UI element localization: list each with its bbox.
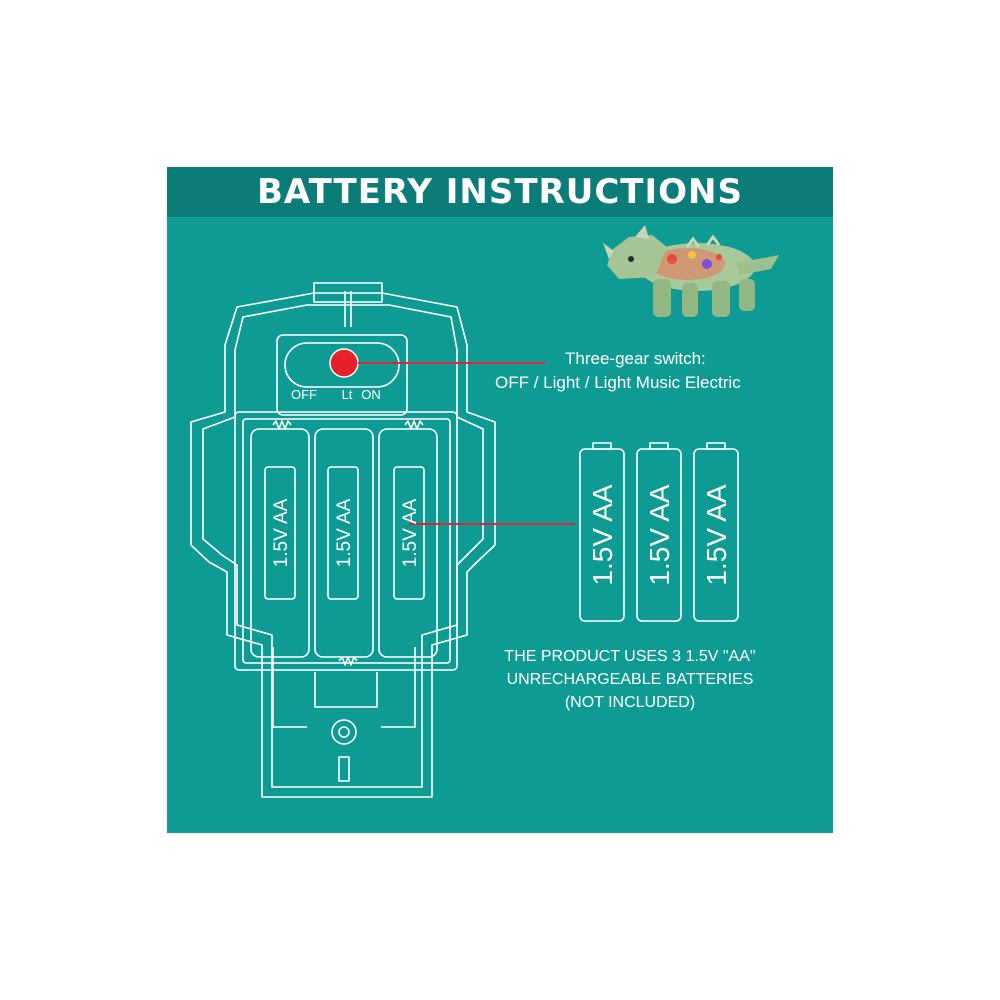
dinosaur-toy-image bbox=[603, 225, 779, 317]
top-clip-outline bbox=[313, 282, 383, 303]
spring-top-1 bbox=[272, 420, 292, 430]
notice-line-1: THE PRODUCT USES 3 1.5V "AA" bbox=[504, 648, 756, 665]
compartment-battery-2-label: 1.5V AA bbox=[334, 498, 355, 567]
battery-compartment bbox=[234, 411, 458, 671]
battery-slot-1 bbox=[250, 428, 310, 658]
switch-position-lt: Lt bbox=[342, 387, 353, 402]
battery-notice: THE PRODUCT USES 3 1.5V "AA" UNRECHARGEA… bbox=[485, 645, 775, 714]
lower-clip bbox=[314, 672, 378, 708]
toy-body-outline bbox=[190, 292, 496, 798]
loose-battery-1-terminal bbox=[592, 442, 612, 450]
toy-body-inner bbox=[202, 304, 484, 788]
bottom-tab bbox=[338, 756, 350, 782]
switch-title: Three-gear switch: bbox=[565, 349, 706, 368]
loose-battery-3-terminal bbox=[706, 442, 726, 450]
battery-slot-2 bbox=[314, 428, 374, 658]
loose-battery-1-label: 1.5V AA bbox=[587, 484, 618, 586]
compartment-battery-2 bbox=[327, 466, 359, 600]
switch-slot bbox=[284, 342, 400, 388]
loose-battery-3-label: 1.5V AA bbox=[701, 484, 732, 586]
switch-position-on: ON bbox=[361, 387, 381, 402]
battery-instructions-panel: BATTERY INSTRUCTIONS bbox=[167, 167, 833, 833]
leg-lines bbox=[272, 647, 416, 728]
loose-battery-2-terminal bbox=[649, 442, 669, 450]
compartment-battery-1 bbox=[264, 466, 296, 600]
compartment-battery-3-label: 1.5V AA bbox=[400, 498, 421, 567]
screw-head bbox=[338, 726, 350, 738]
loose-battery-2-label: 1.5V AA bbox=[644, 484, 675, 586]
switch-knob bbox=[329, 348, 359, 378]
switch-position-off: OFF bbox=[291, 387, 317, 402]
spring-top-3 bbox=[404, 420, 424, 430]
screw-hole bbox=[331, 719, 357, 745]
compartment-battery-3 bbox=[393, 466, 425, 600]
switch-housing bbox=[276, 334, 408, 416]
compartment-battery-1-label: 1.5V AA bbox=[271, 498, 292, 567]
title-bar bbox=[167, 167, 833, 217]
notice-line-3: (NOT INCLUDED) bbox=[564, 694, 696, 711]
spring-bottom-2 bbox=[338, 656, 358, 666]
notice-line-2: UNRECHARGEABLE BATTERIES bbox=[506, 671, 754, 688]
switch-modes: OFF / Light / Light Music Electric bbox=[495, 373, 741, 392]
battery-slot-3 bbox=[378, 428, 438, 658]
top-clip-slot bbox=[344, 291, 352, 327]
page-title: BATTERY INSTRUCTIONS bbox=[257, 172, 743, 212]
toy-underside-diagram: OFF Lt ON 1.5V AA 1.5V AA 1.5V AA 1.5V A… bbox=[190, 225, 779, 798]
